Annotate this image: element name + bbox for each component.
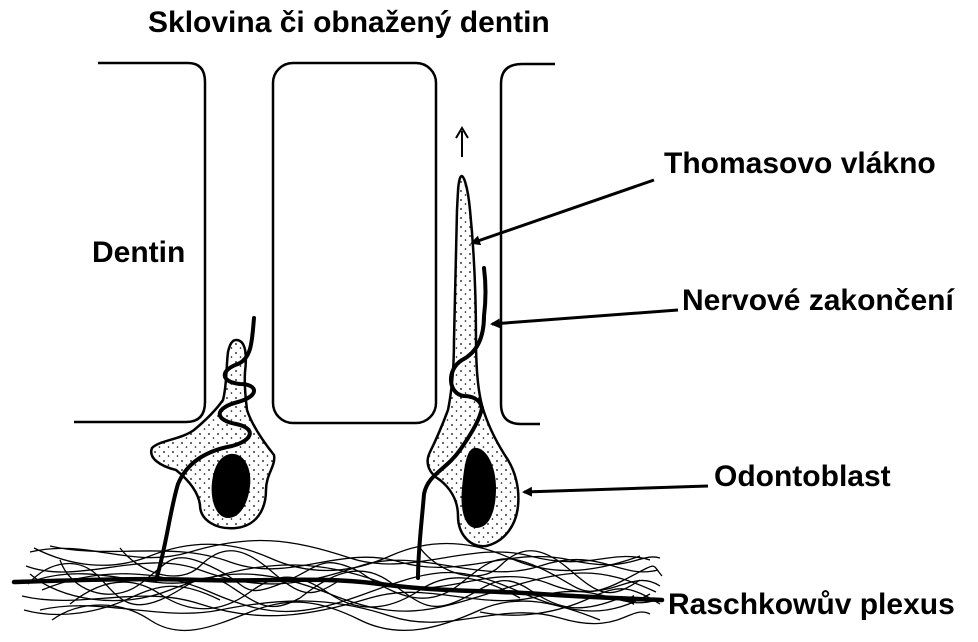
arrow-nerve-ending: [492, 310, 678, 324]
label-odontoblast: Odontoblast: [714, 460, 891, 494]
odontoblast-left: [151, 340, 274, 528]
arrow-thomas-fiber: [472, 180, 654, 243]
pointer-arrows: [472, 180, 708, 600]
label-dentin: Dentin: [92, 236, 185, 270]
dentin-block-middle: [273, 63, 436, 423]
diagram-title: Sklovina či obnažený dentin: [148, 6, 550, 40]
direction-arrow: [456, 128, 468, 157]
arrow-odontoblast: [524, 486, 708, 492]
raschkow-plexus: [22, 541, 662, 631]
dentin-block-right: [501, 64, 555, 424]
label-thomas-fiber: Thomasovo vlákno: [664, 147, 936, 181]
label-nerve-ending: Nervové zakončení: [682, 284, 954, 318]
label-raschkow-plexus: Raschkowův plexus: [668, 588, 955, 622]
